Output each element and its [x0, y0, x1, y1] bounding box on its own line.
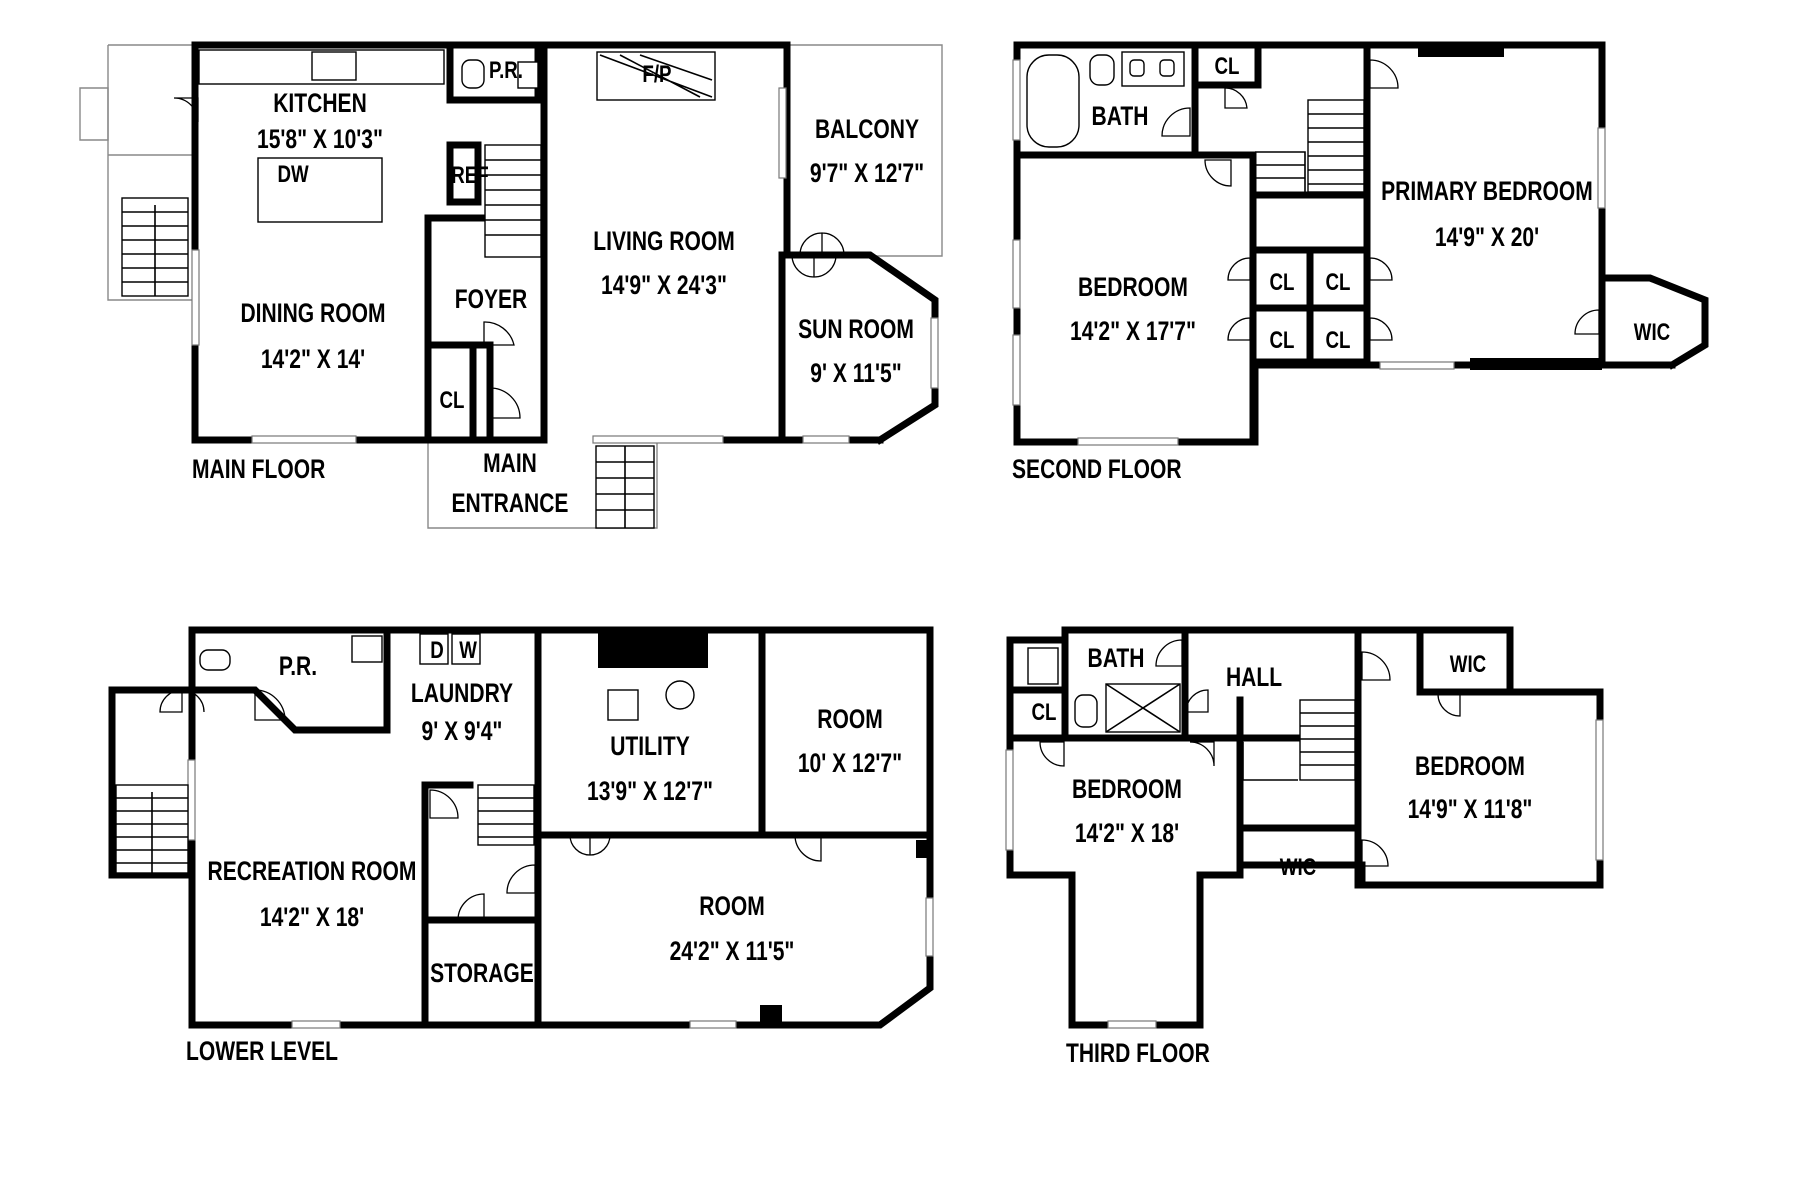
dining-room-name-label: DINING ROOM	[240, 299, 385, 329]
washer-dryer-label-w: W	[459, 637, 477, 664]
third-floor-plan: BATH HALL CL WIC WIC BEDROOM 14'2" X 18'…	[1005, 626, 1604, 1069]
foyer-label: FOYER	[455, 285, 528, 315]
large-room-name-label: ROOM	[699, 892, 764, 922]
second-floor-stairs	[1255, 99, 1365, 195]
second-floor-closet-label-a: CL	[1270, 269, 1295, 296]
small-room-dimension-label: 10' X 12'7"	[798, 749, 902, 779]
second-floor-closet-label-d: CL	[1326, 327, 1351, 354]
lower-level-plan: P.R. D W LAUNDRY 9' X 9'4" UTILITY 13'9"…	[108, 626, 934, 1067]
sun-room-name-label: SUN ROOM	[798, 315, 914, 345]
main-floor-closet-label: CL	[440, 387, 465, 414]
large-room-dimension-label: 24'2" X 11'5"	[670, 937, 795, 967]
lower-level-inside-stairs	[477, 784, 535, 846]
main-floor-title: MAIN FLOOR	[192, 455, 325, 485]
sun-room-dimension-label: 9' X 11'5"	[810, 359, 901, 389]
lower-powder-room-label: P.R.	[279, 652, 317, 682]
second-floor-bedroom-name-label: BEDROOM	[1078, 273, 1188, 303]
second-floor-plan: BATH CL BEDROOM 14'2" X 17'7" PRIMARY BE…	[1012, 41, 1709, 485]
lower-level-outside-stairs	[115, 784, 189, 874]
main-floor-plan: KITCHEN 15'8" X 10'3" DW DINING ROOM 14'…	[79, 41, 943, 529]
laundry-dimension-label: 9' X 9'4"	[422, 717, 503, 747]
third-floor-wic-label-top: WIC	[1450, 651, 1486, 678]
second-floor-closet-label-top: CL	[1215, 53, 1240, 80]
second-floor-bath-label: BATH	[1092, 102, 1149, 132]
primary-bedroom-name-label: PRIMARY BEDROOM	[1381, 177, 1593, 207]
hall-label: HALL	[1226, 663, 1282, 693]
main-entrance-label-line2: ENTRANCE	[452, 489, 569, 519]
third-floor-right-bedroom-dimension-label: 14'9" X 11'8"	[1408, 795, 1533, 825]
foyer-stairs	[484, 144, 542, 258]
recreation-room-dimension-label: 14'2" X 18'	[260, 903, 364, 933]
second-floor-title: SECOND FLOOR	[1012, 455, 1182, 485]
laundry-name-label: LAUNDRY	[411, 679, 513, 709]
kitchen-name-label: KITCHEN	[273, 89, 367, 119]
living-room-dimension-label: 14'9" X 24'3"	[601, 271, 727, 301]
small-room-name-label: ROOM	[817, 705, 882, 735]
third-floor-bath-label: BATH	[1088, 644, 1145, 674]
dishwasher-label: DW	[277, 161, 309, 188]
balcony-name-label: BALCONY	[815, 115, 919, 145]
utility-name-label: UTILITY	[610, 732, 690, 762]
balcony-dimension-label: 9'7" X 12'7"	[810, 159, 924, 189]
living-room-name-label: LIVING ROOM	[593, 227, 735, 257]
washer-dryer-label-d: D	[430, 637, 444, 664]
deck-stairs	[121, 197, 189, 297]
third-floor-wic-label-bottom: WIC	[1280, 854, 1316, 881]
recreation-room-name-label: RECREATION ROOM	[208, 857, 417, 887]
entrance-stairs	[595, 445, 655, 529]
third-floor-left-bedroom-dimension-label: 14'2" X 18'	[1075, 819, 1179, 849]
refrigerator-label: REF	[451, 162, 488, 189]
second-floor-bedroom-dimension-label: 14'2" X 17'7"	[1070, 317, 1196, 347]
third-floor-left-bedroom-name-label: BEDROOM	[1072, 775, 1182, 805]
dining-room-dimension-label: 14'2" X 14'	[261, 345, 365, 375]
third-floor-stairs	[1242, 699, 1356, 781]
second-floor-wic-label: WIC	[1634, 319, 1670, 346]
second-floor-closet-label-b: CL	[1326, 269, 1351, 296]
primary-bedroom-dimension-label: 14'9" X 20'	[1435, 223, 1539, 253]
kitchen-dimension-label: 15'8" X 10'3"	[257, 125, 383, 155]
utility-dimension-label: 13'9" X 12'7"	[587, 777, 713, 807]
powder-room-label: P.R.	[489, 57, 523, 84]
storage-label: STORAGE	[430, 959, 534, 989]
third-floor-right-bedroom-name-label: BEDROOM	[1415, 752, 1525, 782]
main-entrance-label-line1: MAIN	[483, 449, 537, 479]
fireplace-label: F/P	[642, 61, 671, 88]
third-floor-title: THIRD FLOOR	[1066, 1039, 1210, 1069]
second-floor-closet-label-c: CL	[1270, 327, 1295, 354]
third-floor-closet-label: CL	[1032, 699, 1057, 726]
lower-level-title: LOWER LEVEL	[186, 1037, 338, 1067]
